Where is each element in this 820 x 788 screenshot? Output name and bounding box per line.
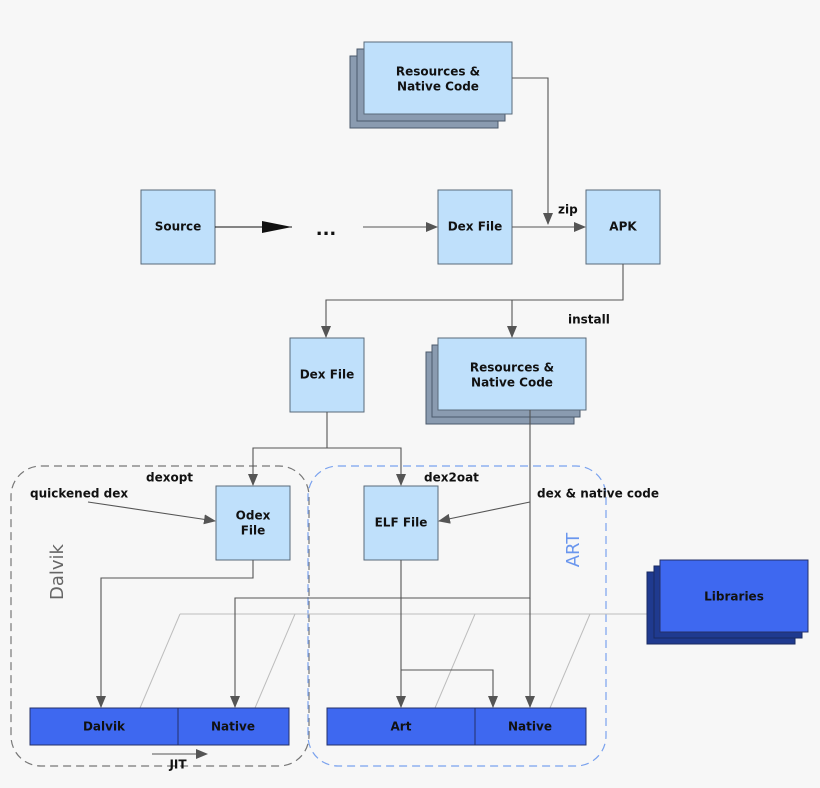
dex2oat-label: dex2oat [424,471,479,485]
odex-to-dalvik-arrow [96,560,254,708]
source-node: Source [140,189,216,265]
dexopt-label: dexopt [146,471,193,485]
install-to-dex-arrow [321,264,624,338]
resources-to-apk-arrow [512,77,553,225]
elf-to-art-native-arrow [401,669,498,708]
odex-line1: Odex [236,509,271,523]
dex-top-node: Dex File [437,189,513,265]
dalvik-runtime-bar: Dalvik Native [29,707,290,746]
dex2oat-arrow [327,447,406,486]
dex-top-label: Dex File [448,220,503,234]
install-label: install [568,313,610,327]
art-region [307,465,607,767]
dex-mid-node: Dex File [289,337,365,413]
elf-node: ELF File [363,485,439,561]
source-label: Source [155,220,202,234]
dex-native-code-arrow [438,501,531,524]
libraries-label: Libraries [704,590,764,604]
quickened-dex-arrow [87,501,216,525]
quickened-dex-label: quickened dex [30,487,128,501]
art-region-label: ART [563,532,584,568]
dalvik-region-label: Dalvik [47,543,68,600]
resources-top-line2: Native Code [397,80,479,94]
dalvik-native-label: Native [211,720,255,734]
library-links [139,613,660,709]
dex-native-code-label: dex & native code [537,487,659,501]
dalvik-vm-label: Dalvik [83,720,126,734]
elf-label: ELF File [375,516,428,530]
jit-label: JIT [168,758,187,772]
odex-line2: File [241,524,266,538]
native-to-dalvik-native-arrow [230,410,531,708]
resources-mid-line1: Resources & [470,361,554,375]
zip-label: zip [558,203,578,217]
dexopt-arrow [248,412,328,486]
resources-mid-line2: Native Code [471,376,553,390]
art-native-label: Native [508,720,552,734]
dalvik-region [10,465,310,767]
apk-node: APK [585,189,661,265]
ellipsis: ... [316,219,337,240]
dex-mid-label: Dex File [300,368,355,382]
art-vm-label: Art [391,720,412,734]
resources-mid-node: Resources & Native Code [425,337,587,425]
odex-node: Odex File [215,485,291,561]
resources-top-node: Resources & Native Code [349,41,513,129]
resources-top-line1: Resources & [396,65,480,79]
art-runtime-bar: Art Native [326,707,587,746]
libraries-node: Libraries [646,559,809,645]
apk-label: APK [609,220,637,234]
